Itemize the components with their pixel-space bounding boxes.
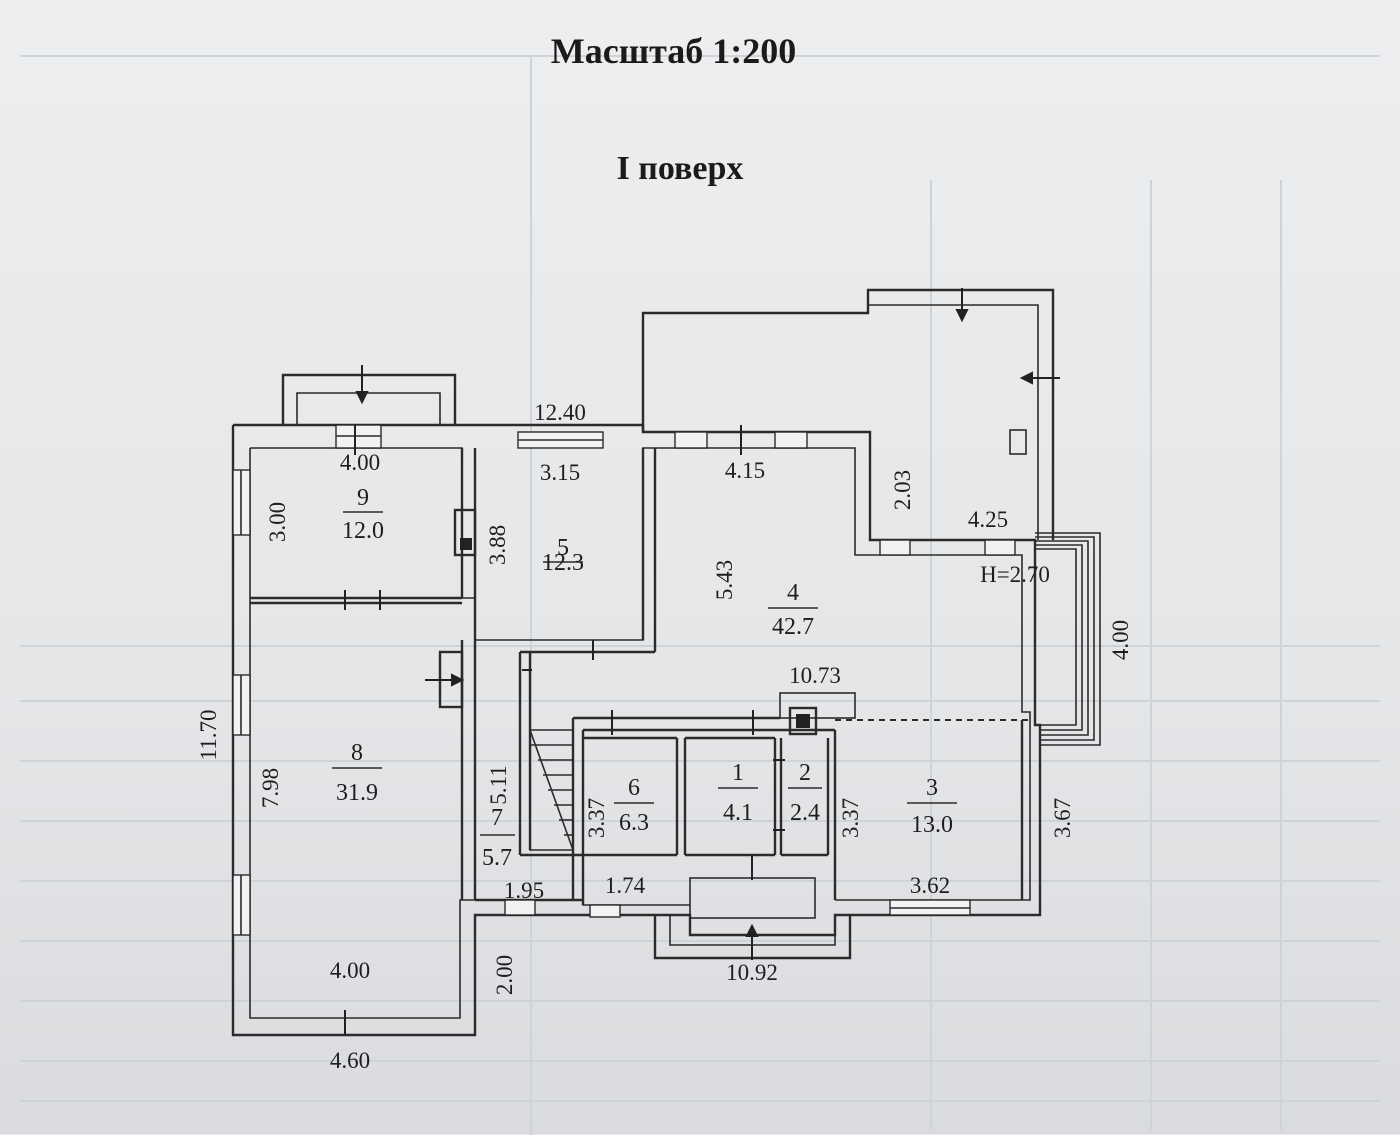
dim-room8-width: 4.00 bbox=[330, 958, 370, 983]
chimney bbox=[788, 706, 818, 736]
terrace-post bbox=[1009, 429, 1027, 455]
ghost-table-line bbox=[20, 1000, 1380, 1002]
ghost-table-line bbox=[20, 760, 1380, 762]
bottom-vestibule bbox=[689, 877, 816, 919]
floor-title: I поверх bbox=[616, 150, 744, 187]
dim-room4-width: 4.15 bbox=[725, 458, 765, 483]
dim-bottom-left-overall: 4.60 bbox=[330, 1048, 370, 1073]
room-area: 4.1 bbox=[723, 800, 753, 826]
room-labels: 9 12.0 5 12.3 4 42.7 8 31.9 6 6.3 1 4.1 … bbox=[332, 485, 957, 871]
dim-room3-width: 3.62 bbox=[910, 873, 950, 898]
ghost-table-line bbox=[20, 1060, 1380, 1062]
dim-right-wing-depth: 4.00 bbox=[1108, 620, 1133, 660]
ghost-table-line bbox=[20, 820, 1380, 822]
room-number: 5 bbox=[557, 535, 569, 561]
dim-room3-depth-right: 3.67 bbox=[1050, 798, 1075, 838]
ghost-table-line bbox=[930, 180, 932, 1130]
dim-right-wing-width: 4.25 bbox=[968, 507, 1008, 532]
ghost-table-line bbox=[20, 55, 1380, 57]
room-area: 31.9 bbox=[336, 780, 378, 806]
terrace-outline bbox=[641, 288, 1055, 540]
porch-outline bbox=[281, 373, 457, 425]
dim-room3-depth-left: 3.37 bbox=[838, 798, 863, 838]
dim-room9-width: 4.00 bbox=[340, 450, 380, 475]
terrace-inner bbox=[868, 304, 1039, 540]
ghost-table-line bbox=[20, 700, 1380, 702]
stove-flue bbox=[460, 538, 472, 550]
dim-room4-depth: 5.43 bbox=[712, 560, 737, 600]
ceiling-height: H=2.70 bbox=[980, 562, 1050, 587]
dim-step-203: 2.03 bbox=[890, 470, 915, 510]
room-number: 3 bbox=[926, 775, 938, 801]
right-wing-wall bbox=[1035, 548, 1077, 726]
room-area: 13.0 bbox=[911, 812, 953, 838]
outer-wall-inner bbox=[250, 447, 1031, 901]
dimension-labels: 12.40 4.00 3.00 3.15 3.88 4.15 5.43 2.03… bbox=[196, 400, 1133, 1073]
right-wing-wall bbox=[1035, 540, 1089, 736]
dim-room6-width: 1.74 bbox=[605, 873, 646, 898]
dim-left-overall: 11.70 bbox=[196, 710, 221, 761]
dim-room6-depth: 3.37 bbox=[584, 798, 609, 838]
ghost-table-line bbox=[1150, 180, 1152, 1130]
room-number: 9 bbox=[357, 485, 369, 511]
dim-bottom-overall: 10.92 bbox=[726, 960, 778, 985]
stove-fixture bbox=[453, 508, 477, 557]
room-number: 8 bbox=[351, 740, 363, 766]
right-wing-wall bbox=[1035, 536, 1095, 741]
room-area: 2.4 bbox=[790, 800, 820, 826]
right-wing-wall bbox=[1035, 532, 1101, 746]
entrance-arrows bbox=[344, 288, 1060, 1035]
windows bbox=[232, 424, 1016, 936]
dim-room5-depth: 3.88 bbox=[485, 525, 510, 565]
outer-wall-inner bbox=[249, 448, 690, 1019]
room-area: 6.3 bbox=[619, 810, 649, 836]
room-number: 1 bbox=[732, 760, 744, 786]
right-wing-wall bbox=[1035, 544, 1083, 731]
scale-title: Масштаб 1:200 bbox=[550, 31, 797, 71]
chimney-block bbox=[779, 692, 856, 719]
room-area: 5.7 bbox=[482, 845, 512, 871]
room-number: 4 bbox=[787, 580, 799, 606]
dim-mid-overall: 10.73 bbox=[789, 663, 841, 688]
ghost-table-line bbox=[20, 1100, 1380, 1102]
porch-inner bbox=[296, 392, 441, 425]
ghost-table-line bbox=[20, 645, 1380, 647]
room-area: 12.3 bbox=[542, 550, 584, 576]
chimney-flue bbox=[796, 714, 810, 728]
dim-room5-width: 3.15 bbox=[540, 460, 580, 485]
room-number: 7 bbox=[491, 805, 503, 831]
ghost-table-line bbox=[20, 940, 1380, 942]
ghost-table-line bbox=[20, 880, 1380, 882]
dim-room7-width: 1.95 bbox=[504, 878, 544, 903]
ghost-table-line bbox=[1280, 180, 1282, 1130]
room-area: 42.7 bbox=[772, 614, 814, 640]
ghost-table-line bbox=[530, 55, 532, 1135]
dim-room7-depth: 5.11 bbox=[486, 765, 511, 804]
room-number: 6 bbox=[628, 775, 640, 801]
dim-room8-depth: 7.98 bbox=[258, 768, 283, 808]
dim-top-overall: 12.40 bbox=[534, 400, 586, 425]
dim-step-200: 2.00 bbox=[492, 955, 517, 995]
dim-room9-depth: 3.00 bbox=[265, 502, 290, 542]
room-number: 2 bbox=[799, 760, 811, 786]
room-area: 12.0 bbox=[342, 518, 384, 544]
